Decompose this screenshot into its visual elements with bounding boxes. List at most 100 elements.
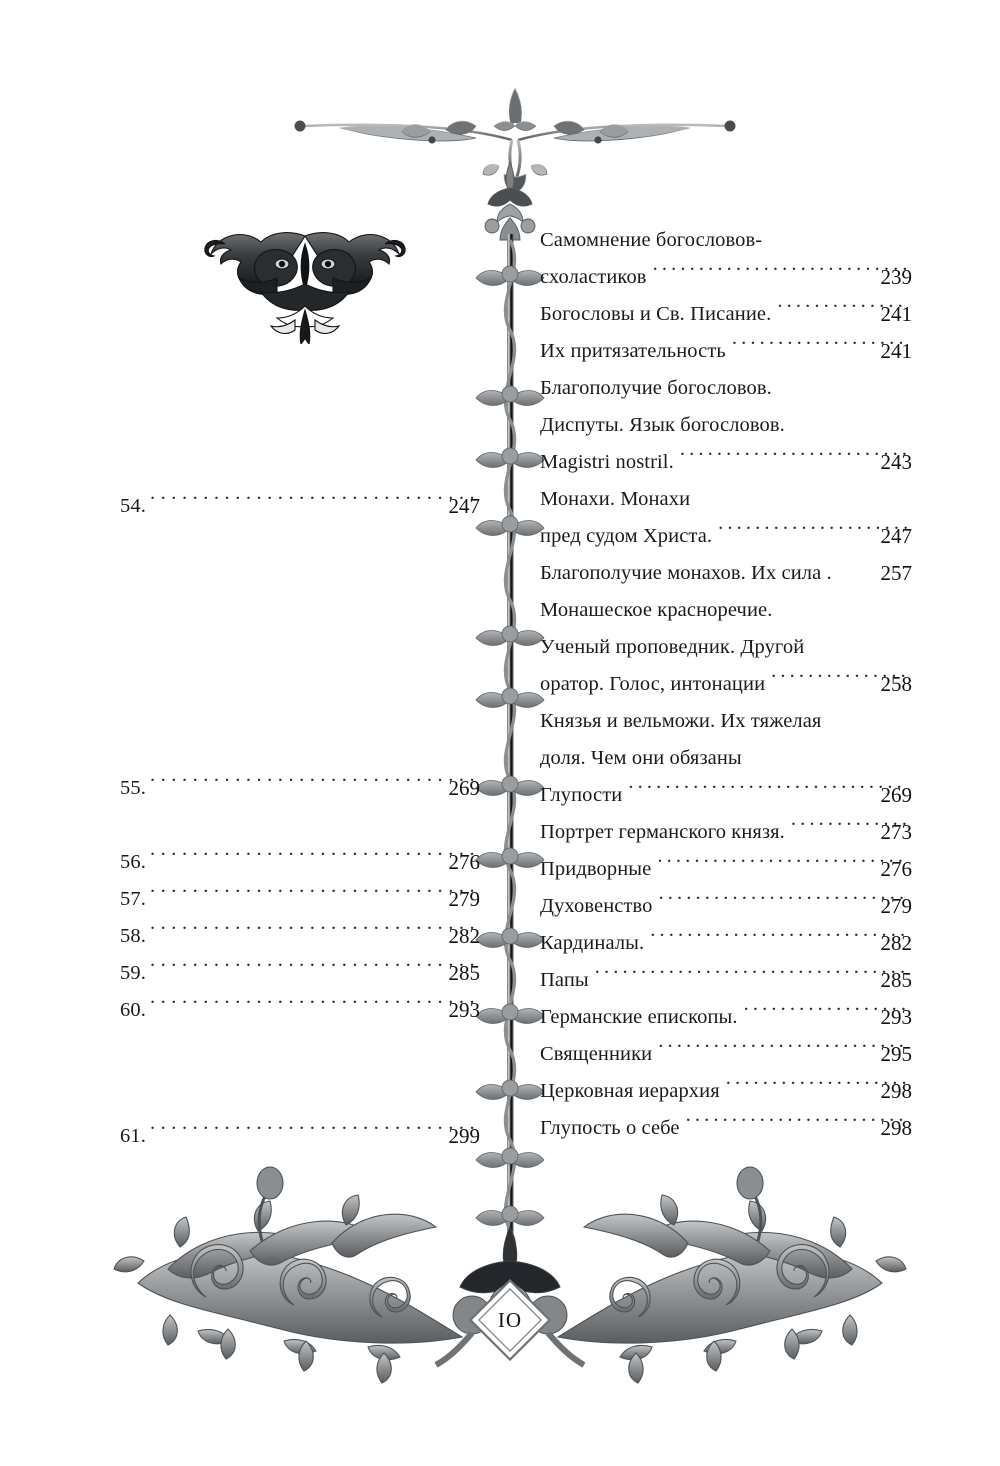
- toc-entry-page-number: 247: [448, 494, 481, 518]
- toc-entry: 57. 279: [120, 881, 480, 918]
- dot-leader: [744, 1003, 907, 1024]
- toc-entry-title: Князья и вельможи. Их тяжелая: [540, 710, 822, 732]
- dot-leader: [150, 959, 475, 980]
- dot-leader: [628, 781, 907, 802]
- toc-entry-page-number: 276: [880, 857, 913, 881]
- toc-entry: Благополучие богословов.: [540, 370, 912, 407]
- toc-entry-title: Их притязательность: [540, 340, 726, 362]
- dot-leader: [595, 966, 907, 987]
- toc-entry: Самомнение богословов-: [540, 222, 912, 259]
- dot-leader: [777, 300, 907, 321]
- toc-entry-title: Придворные: [540, 858, 652, 880]
- dot-leader: [658, 1040, 907, 1061]
- toc-entry: схоластиков239: [540, 259, 912, 296]
- toc-entry: Диспуты. Язык богословов.: [540, 407, 912, 444]
- toc-entry: Их притязательность 241: [540, 333, 912, 370]
- toc-entry-number: 54.: [120, 495, 146, 517]
- toc-entry: доля. Чем они обязаны: [540, 740, 912, 777]
- toc-entry-title: Благополучие монахов. Их сила .: [540, 562, 832, 584]
- toc-entry-page-number: 295: [880, 1042, 913, 1066]
- toc-entry-page-number: 243: [880, 450, 913, 474]
- dot-leader: [150, 492, 475, 513]
- toc-entry-title: Благополучие богословов.: [540, 377, 772, 399]
- toc-entry: Князья и вельможи. Их тяжелая: [540, 703, 912, 740]
- toc-entry-page-number: 298: [880, 1116, 913, 1140]
- toc-entry-page-number: 258: [880, 672, 913, 696]
- toc-entry-page-number: 282: [448, 924, 481, 948]
- toc-entry-number: 61.: [120, 1125, 146, 1147]
- toc-entry: 60. 293: [120, 992, 480, 1029]
- toc-entry-page-number: 285: [448, 961, 481, 985]
- toc-entry-title: Ученый проповедник. Другой: [540, 636, 805, 658]
- toc-entry-page-number: 299: [448, 1124, 481, 1148]
- toc-entry-page-number: 279: [448, 887, 481, 911]
- toc-entry-title: Magistri nostril.: [540, 451, 674, 473]
- dot-leader: [726, 1077, 907, 1098]
- toc-entry-page-number: 298: [880, 1079, 913, 1103]
- dot-leader: [150, 774, 475, 795]
- folio-diamond-frame: IO: [466, 1276, 554, 1364]
- dot-leader: [680, 448, 907, 469]
- toc-entry-number: 60.: [120, 999, 146, 1021]
- toc-entry-title: Священники: [540, 1043, 653, 1065]
- toc-entry: 59. 285: [120, 955, 480, 992]
- toc-entry-title: Монашеское красноречие.: [540, 599, 773, 621]
- toc-entry-page-number: 293: [880, 1005, 913, 1029]
- grotesque-mask-ornament: [185, 214, 425, 346]
- dot-leader: [150, 996, 475, 1017]
- toc-entry-page-number: 293: [448, 998, 481, 1022]
- toc-entry: 54. 247: [120, 488, 480, 525]
- toc-entry-number: 57.: [120, 888, 146, 910]
- toc-entry: Глупости269: [540, 777, 912, 814]
- toc-entry: Придворные 276: [540, 851, 912, 888]
- toc-entry: Духовенство 279: [540, 888, 912, 925]
- dot-leader: [150, 1122, 475, 1143]
- toc-entry: 61. 299: [120, 1118, 480, 1155]
- toc-entry-title: Германские епископы.: [540, 1006, 738, 1028]
- toc-entry-title: пред судом Христа.: [540, 525, 713, 547]
- toc-entry: 56. 276: [120, 844, 480, 881]
- dot-leader: [150, 885, 475, 906]
- toc-entry: Magistri nostril. 243: [540, 444, 912, 481]
- dot-leader: [150, 848, 475, 869]
- toc-entry-page-number: 239: [880, 265, 913, 289]
- toc-entry-number: 55.: [120, 777, 146, 799]
- toc-entry: 55.269: [120, 770, 480, 807]
- toc-entry: Монашеское красноречие.: [540, 592, 912, 629]
- toc-entry-title: Кардиналы.: [540, 932, 645, 954]
- dot-leader: [791, 818, 907, 839]
- toc-entry: Германские епископы. 293: [540, 999, 912, 1036]
- dot-leader: [657, 855, 907, 876]
- dot-leader: [653, 263, 907, 284]
- toc-entry: Церковная иерархия298: [540, 1073, 912, 1110]
- toc-entry: Глупость о себе 298: [540, 1110, 912, 1147]
- toc-entry-page-number: 269: [880, 783, 913, 807]
- dot-leader: [686, 1114, 907, 1135]
- toc-entry-page-number: 247: [880, 524, 913, 548]
- toc-entry-title: Диспуты. Язык богословов.: [540, 414, 785, 436]
- toc-entry-page-number: 279: [880, 894, 913, 918]
- toc-entry-page-number: 273: [880, 820, 913, 844]
- toc-entry-title: доля. Чем они обязаны: [540, 747, 742, 769]
- toc-entry-page-number: 285: [880, 968, 913, 992]
- dot-leader: [718, 522, 907, 543]
- toc-entry-title: Духовенство: [540, 895, 653, 917]
- toc-entry-number: 59.: [120, 962, 146, 984]
- toc-entry-title: Богословы и Св. Писание.: [540, 303, 772, 325]
- toc-entry-page-number: 257: [880, 561, 913, 585]
- dot-leader: [650, 929, 907, 950]
- toc-entry-title: Монахи. Монахи: [540, 488, 691, 510]
- toc-entry-page-number: 241: [880, 302, 913, 326]
- toc-entry-page-number: 241: [880, 339, 913, 363]
- toc-entry: Благополучие монахов. Их сила . 257: [540, 555, 912, 592]
- toc-entry-title: Глупость о себе: [540, 1117, 680, 1139]
- toc-entry-page-number: 276: [448, 850, 481, 874]
- toc-entry-number: 56.: [120, 851, 146, 873]
- toc-entry: пред судом Христа. 247: [540, 518, 912, 555]
- toc-entry: Богословы и Св. Писание. 241: [540, 296, 912, 333]
- dot-leader: [771, 670, 907, 691]
- dot-leader: [150, 922, 475, 943]
- toc-entry-title: Портрет германского князя.: [540, 821, 785, 843]
